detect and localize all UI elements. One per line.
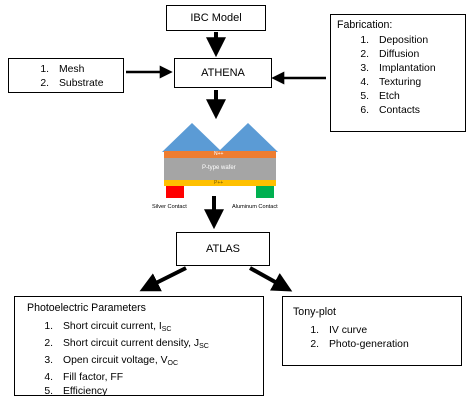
n-plus-layer xyxy=(164,151,276,158)
list-item: 6.Contacts xyxy=(360,105,421,116)
wafer-label: P-type wafer xyxy=(202,165,236,171)
list-item: 1.Deposition xyxy=(360,35,429,46)
list-item: 5.Efficiency xyxy=(44,386,108,397)
athena-label: ATHENA xyxy=(201,67,245,79)
arrow-atlas-to-photoelectric xyxy=(139,266,187,292)
texture-pyramid-right xyxy=(218,123,278,152)
texture-pyramid-left xyxy=(162,123,222,152)
aluminum-contact-label: Aluminum Contact xyxy=(232,204,278,210)
list-item: 3.Implantation xyxy=(360,63,436,74)
atlas-box: ATLAS xyxy=(176,232,270,266)
list-item: 4.Fill factor, FF xyxy=(44,372,124,383)
list-item: 3.Open circuit voltage, VOC xyxy=(44,355,179,367)
inputs-list: 1. Mesh 2. Substrate xyxy=(23,63,123,91)
photoelectric-box: Photoelectric Parameters 1.Short circuit… xyxy=(14,296,264,399)
p-type-wafer xyxy=(164,158,276,180)
tonyplot-title: Tony-plot xyxy=(293,306,336,318)
list-item: 2.Diffusion xyxy=(360,49,420,60)
fabrication-list: 1.Deposition 2.Diffusion 3.Implantation … xyxy=(337,34,465,118)
athena-box: ATHENA xyxy=(174,58,272,88)
list-item: 2. Substrate xyxy=(40,78,104,89)
inputs-box: 1. Mesh 2. Substrate xyxy=(8,58,124,93)
aluminum-contact xyxy=(256,186,274,198)
photoelectric-title: Photoelectric Parameters xyxy=(27,302,146,314)
list-item: 1. Mesh xyxy=(40,64,85,75)
silver-contact-label: Silver Contact xyxy=(152,204,187,210)
list-item: 2.Photo-generation xyxy=(310,339,409,350)
list-item: 4.Texturing xyxy=(360,77,422,88)
device-svg xyxy=(162,123,278,198)
ibc-model-box: IBC Model xyxy=(166,5,266,31)
tonyplot-list: 1.IV curve 2.Photo-generation xyxy=(293,324,461,352)
n-plus-layer-label: N++ xyxy=(214,151,224,157)
list-item: 1.IV curve xyxy=(310,325,368,336)
p-plus-layer-label: P++ xyxy=(214,180,224,186)
p-plus-layer xyxy=(164,180,276,186)
fabrication-box: Fabrication: 1.Deposition 2.Diffusion 3.… xyxy=(330,14,466,132)
tonyplot-box: Tony-plot 1.IV curve 2.Photo-generation xyxy=(282,296,462,366)
atlas-label: ATLAS xyxy=(205,243,241,255)
arrow-atlas-to-tonyplot xyxy=(249,266,293,292)
list-item: 1.Short circuit current, ISC xyxy=(44,321,172,333)
list-item: 5.Etch xyxy=(360,91,400,102)
silver-contact xyxy=(166,186,184,198)
fabrication-title: Fabrication: xyxy=(337,19,393,31)
device-cross-section: N++ P-type wafer P++ xyxy=(150,118,290,204)
ibc-model-label: IBC Model xyxy=(190,12,242,24)
photoelectric-list: 1.Short circuit current, ISC 2.Short cir… xyxy=(27,320,263,399)
list-item: 2.Short circuit current density, JSC xyxy=(44,338,209,350)
